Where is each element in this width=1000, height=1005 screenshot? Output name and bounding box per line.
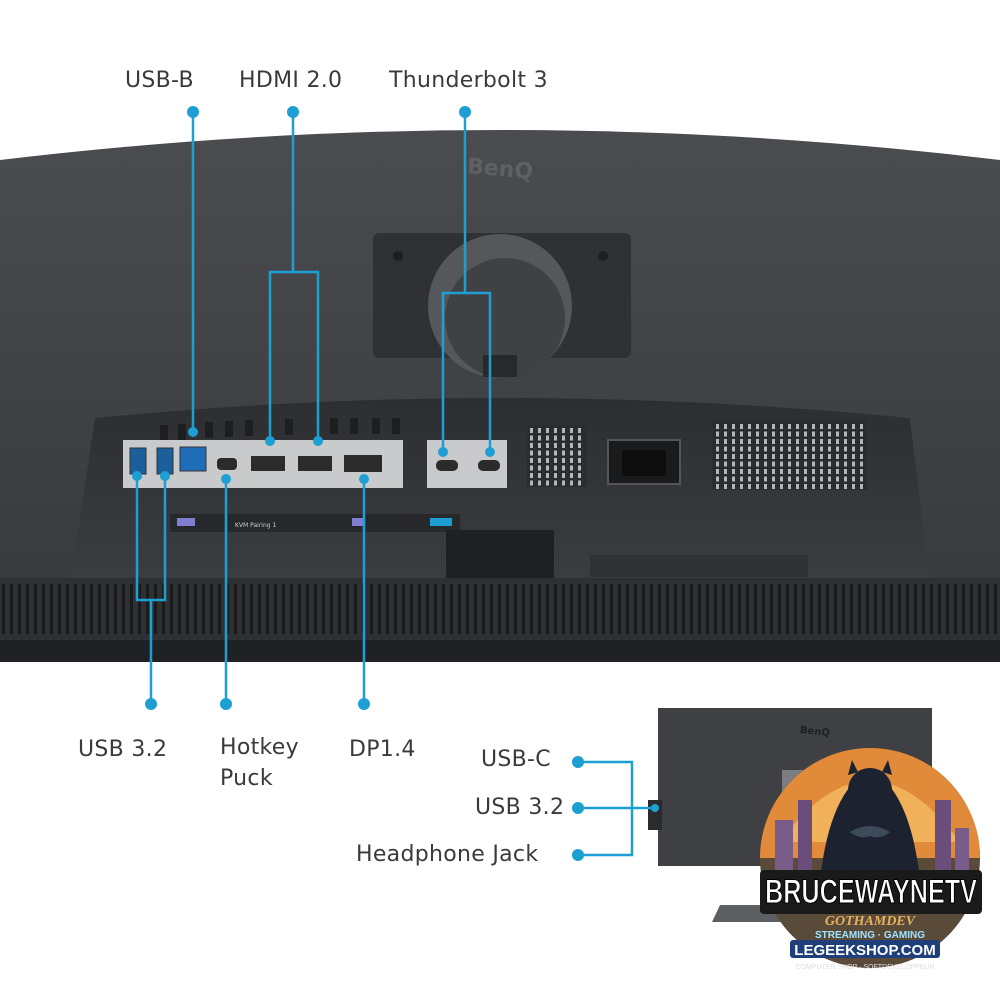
watermark-line5: COMPUTER SHOP · SOFTDEVELOPPEUR bbox=[795, 964, 934, 971]
kvm-label: KVM Pairing 1 bbox=[235, 522, 276, 529]
label-usb32-side: USB 3.2 bbox=[475, 795, 565, 820]
callout-dots bbox=[132, 106, 495, 710]
label-usb32-bottom: USB 3.2 bbox=[78, 737, 168, 762]
label-thunderbolt: Thunderbolt 3 bbox=[389, 68, 548, 93]
svg-text:BenQ: BenQ bbox=[799, 725, 830, 739]
watermark-logo bbox=[760, 748, 982, 968]
label-dp: DP1.4 bbox=[349, 737, 416, 762]
label-usb-b: USB-B bbox=[125, 68, 194, 93]
label-hotkey-puck: Hotkey Puck bbox=[220, 735, 299, 791]
callout-lines bbox=[135, 112, 492, 704]
label-hdmi: HDMI 2.0 bbox=[239, 68, 343, 93]
watermark-line3: STREAMING · GAMING bbox=[815, 930, 925, 941]
brand-logo: BenQ bbox=[466, 154, 534, 185]
watermark-line2: GOTHAMDEV bbox=[825, 914, 917, 929]
watermark-line1: BRUCEWAYNETV bbox=[765, 873, 977, 911]
label-usb-c: USB-C bbox=[481, 747, 551, 772]
watermark-line4: LEGEEKSHOP.COM bbox=[794, 942, 935, 959]
ports bbox=[129, 446, 500, 475]
side-callouts bbox=[578, 760, 655, 857]
label-headphone-jack: Headphone Jack bbox=[356, 842, 539, 867]
